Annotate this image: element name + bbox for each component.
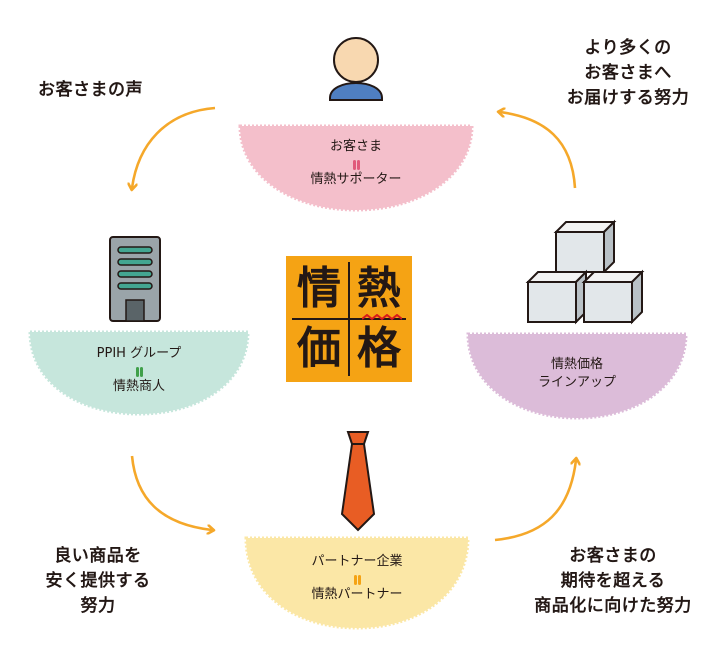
logo-char-1: 情	[297, 263, 341, 314]
customer-role: 情熱サポーター	[310, 172, 402, 187]
partner-label: パートナー企業 情熱パートナー	[292, 553, 422, 604]
lineup-title: 情熱価格	[550, 357, 603, 372]
lineup-subtitle: ラインアップ	[537, 375, 616, 390]
partner-role: 情熱パートナー	[311, 587, 403, 602]
partner-bowl	[244, 536, 470, 630]
customer-bowl	[238, 124, 474, 212]
caption-line: 良い商品を	[54, 546, 142, 566]
customer-title: お客さま	[329, 139, 382, 154]
caption-line: 安く提供する	[45, 571, 151, 591]
center-logo: 情 熱 価 格	[286, 256, 412, 382]
building-icon	[109, 236, 161, 322]
caption-line: 商品化に向けた努力	[534, 596, 692, 616]
arrow-top-right	[500, 112, 577, 189]
group-bowl	[28, 330, 250, 416]
customer-label: お客さま 情熱サポーター	[296, 138, 416, 189]
logo-char-4: 格	[357, 323, 401, 374]
caption-commercialization-effort: お客さまの 期待を超える 商品化に向けた努力	[518, 544, 708, 619]
lineup-bowl	[466, 332, 688, 420]
partner-title: パートナー企業	[311, 554, 403, 569]
logo-wave	[362, 314, 402, 321]
lineup-label: 情熱価格 ラインアップ	[517, 356, 637, 392]
person-icon	[329, 37, 383, 101]
arrow-top-left	[132, 106, 216, 188]
equals-mark	[135, 365, 144, 377]
caption-line: より多くの	[584, 38, 672, 58]
caption-delivery-effort: より多くの お客さまへ お届けする努力	[548, 36, 708, 111]
caption-line: 期待を超える	[560, 571, 666, 591]
logo-divider-horizontal	[292, 318, 406, 320]
group-title: PPIH グループ	[96, 346, 182, 361]
arrow-bottom-left	[130, 455, 212, 530]
caption-line: お客さまの	[569, 546, 657, 566]
necktie-icon	[340, 431, 376, 532]
logo-char-3: 価	[297, 323, 341, 374]
group-label: PPIH グループ 情熱商人	[74, 345, 204, 396]
equals-mark	[352, 158, 361, 170]
group-role: 情熱商人	[112, 379, 165, 394]
caption-product-effort: 良い商品を 安く提供する 努力	[28, 544, 168, 619]
caption-line: お届けする努力	[566, 88, 690, 108]
caption-line: お客さまへ	[584, 63, 672, 83]
logo-char-2: 熱	[357, 263, 401, 314]
arrow-bottom-right	[494, 460, 576, 542]
caption-line: 努力	[80, 596, 116, 616]
equals-mark	[353, 573, 362, 585]
caption-customer-voice: お客さまの声	[38, 80, 143, 100]
boxes-icon	[525, 219, 645, 325]
